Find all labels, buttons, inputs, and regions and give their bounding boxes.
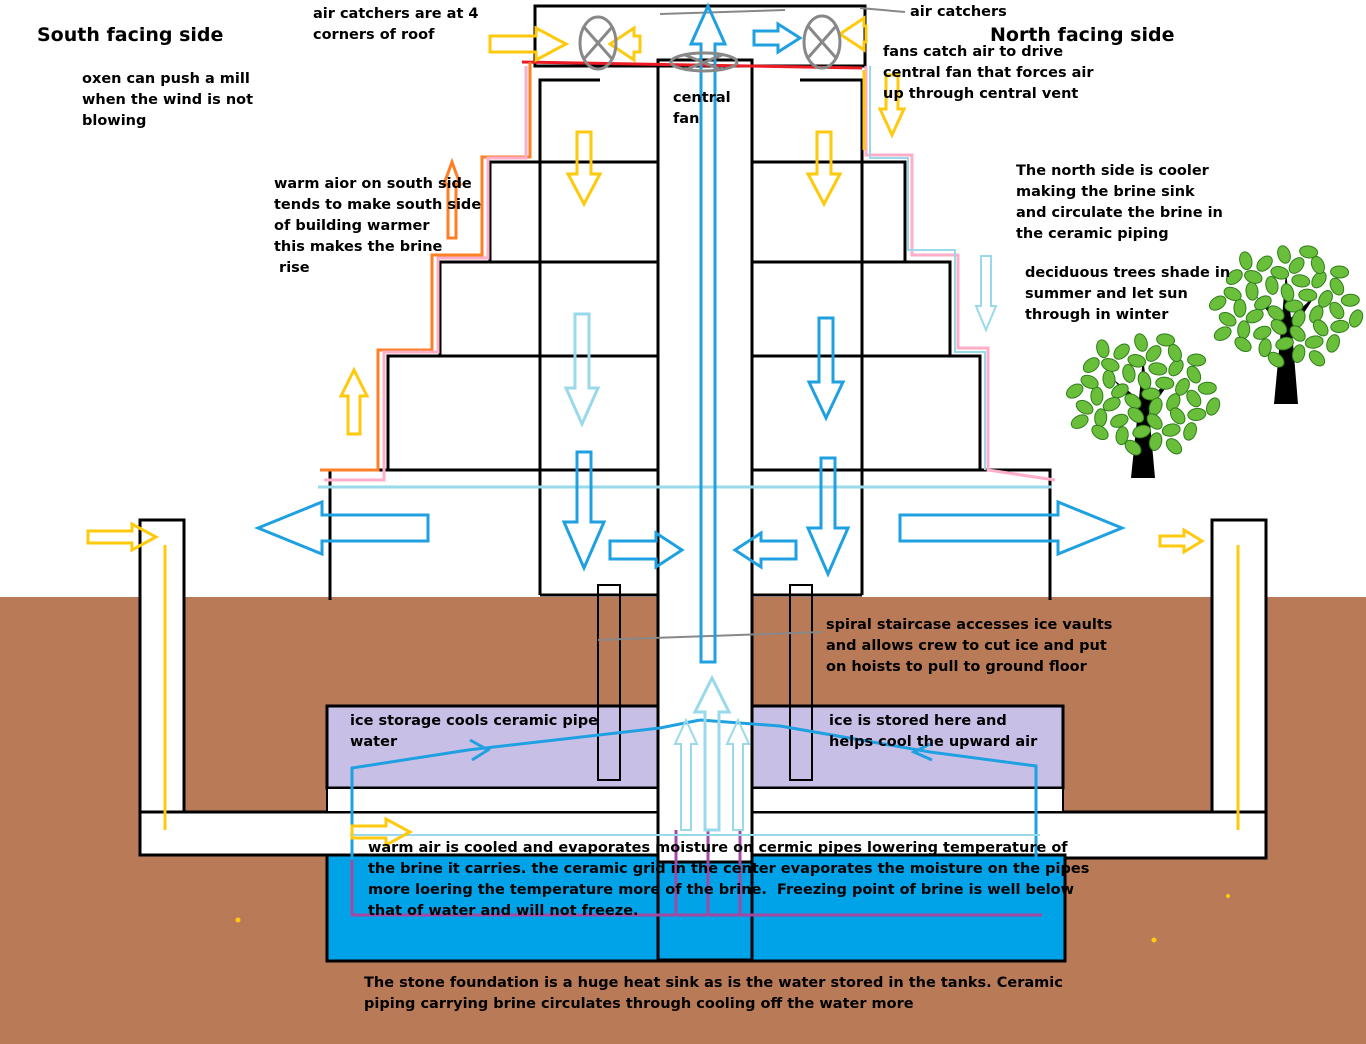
down-arrow-s3: [561, 450, 607, 572]
shaft-tank-section: [656, 860, 754, 962]
air-flow-arrows: [86, 2, 1205, 848]
ground-speck: [235, 917, 241, 923]
tank-air-left: [350, 816, 414, 848]
brine-pipe-north-blue: [869, 66, 986, 470]
brine-rise-arrow-lower: [338, 366, 370, 436]
duct-in-right: [1158, 527, 1205, 555]
brine-pipe-south-pink: [324, 66, 528, 482]
building-south-side: [328, 78, 658, 600]
central-fan-label: central fan: [673, 90, 731, 127]
spiral-staircase-left: [597, 584, 621, 781]
central-updraft-arrow: [688, 2, 728, 664]
down-arrow-n2: [806, 316, 846, 422]
brine-rise-arrow-upper: [441, 157, 463, 240]
left-air-duct: [138, 518, 662, 857]
air-catchers-label: air catchers: [910, 4, 1007, 20]
fan-left: [578, 15, 618, 71]
air-catcher-in-north: [837, 15, 868, 53]
north-cooler-label: The north side is cooler making the brin…: [1016, 163, 1223, 242]
leader-line: [597, 631, 823, 641]
oxen-label: oxen can push a mill when the wind is no…: [82, 71, 254, 129]
foundation-label: The stone foundation is a huge heat sink…: [364, 975, 1063, 1012]
down-arrow-n3: [805, 456, 851, 578]
brine-pipe-ice-right: [699, 718, 1038, 860]
staircase-label: spiral staircase accesses ice vaults and…: [826, 617, 1113, 675]
air-down-north: [877, 73, 907, 139]
south-side-title: South facing side: [37, 24, 224, 46]
leader-line: [659, 9, 786, 15]
ice-flow-arrow-left: [469, 738, 491, 762]
outflow-arrow-left: [254, 499, 430, 557]
leader-line: [859, 7, 906, 13]
central-fan-icon: [669, 51, 739, 73]
fan-right: [802, 14, 842, 70]
air-catcher-in-right: [607, 25, 642, 63]
duct-in-left: [86, 521, 160, 553]
ice-storage-label: ice storage cools ceramic pipe water: [350, 713, 598, 750]
ground-speck: [1226, 894, 1230, 898]
ice-stored-label: ice is stored here and helps cool the up…: [829, 713, 1038, 750]
down-arrow-s2: [563, 312, 601, 428]
north-side-title: North facing side: [990, 24, 1175, 46]
deciduous-trees: [1063, 243, 1366, 478]
warm-south-label: warm aior on south side tends to make so…: [274, 176, 482, 276]
down-arrow-n1: [805, 130, 843, 208]
lower-updraft-arrow: [692, 674, 732, 832]
tree-left: [1063, 331, 1223, 478]
inflow-arrow-left: [608, 530, 685, 570]
brine-pipe-ice-left: [350, 718, 701, 860]
brine-pipe-tank: [350, 860, 1042, 917]
ground-speck: [1151, 937, 1157, 943]
lower-updraft-arrow-right: [725, 717, 751, 831]
inflow-arrow-right: [732, 530, 798, 570]
air-catchers-corners-label: air catchers are at 4 corners of roof: [313, 6, 479, 43]
fans-catch-label: fans catch air to drive central fan that…: [883, 44, 1094, 102]
brine-sink-arrow: [974, 255, 998, 333]
spiral-staircase-right: [789, 584, 813, 781]
warm-air-cooled-label: warm air is cooled and evaporates moistu…: [368, 840, 1090, 919]
down-arrow-s1: [565, 130, 603, 208]
building-north-side: [752, 78, 1052, 600]
lower-updraft-arrow-left: [673, 717, 699, 831]
brine-pipe-north: [864, 66, 1056, 482]
ice-flow-arrow-right: [910, 742, 933, 762]
air-catcher-blue: [752, 21, 803, 55]
ceramic-grid: [674, 830, 742, 915]
outflow-arrow-right: [898, 499, 1126, 557]
trees-label: deciduous trees shade in summer and let …: [1025, 265, 1231, 323]
air-catcher-in-left: [488, 25, 570, 63]
roof-line: [521, 60, 863, 70]
tree-right: [1206, 243, 1366, 404]
